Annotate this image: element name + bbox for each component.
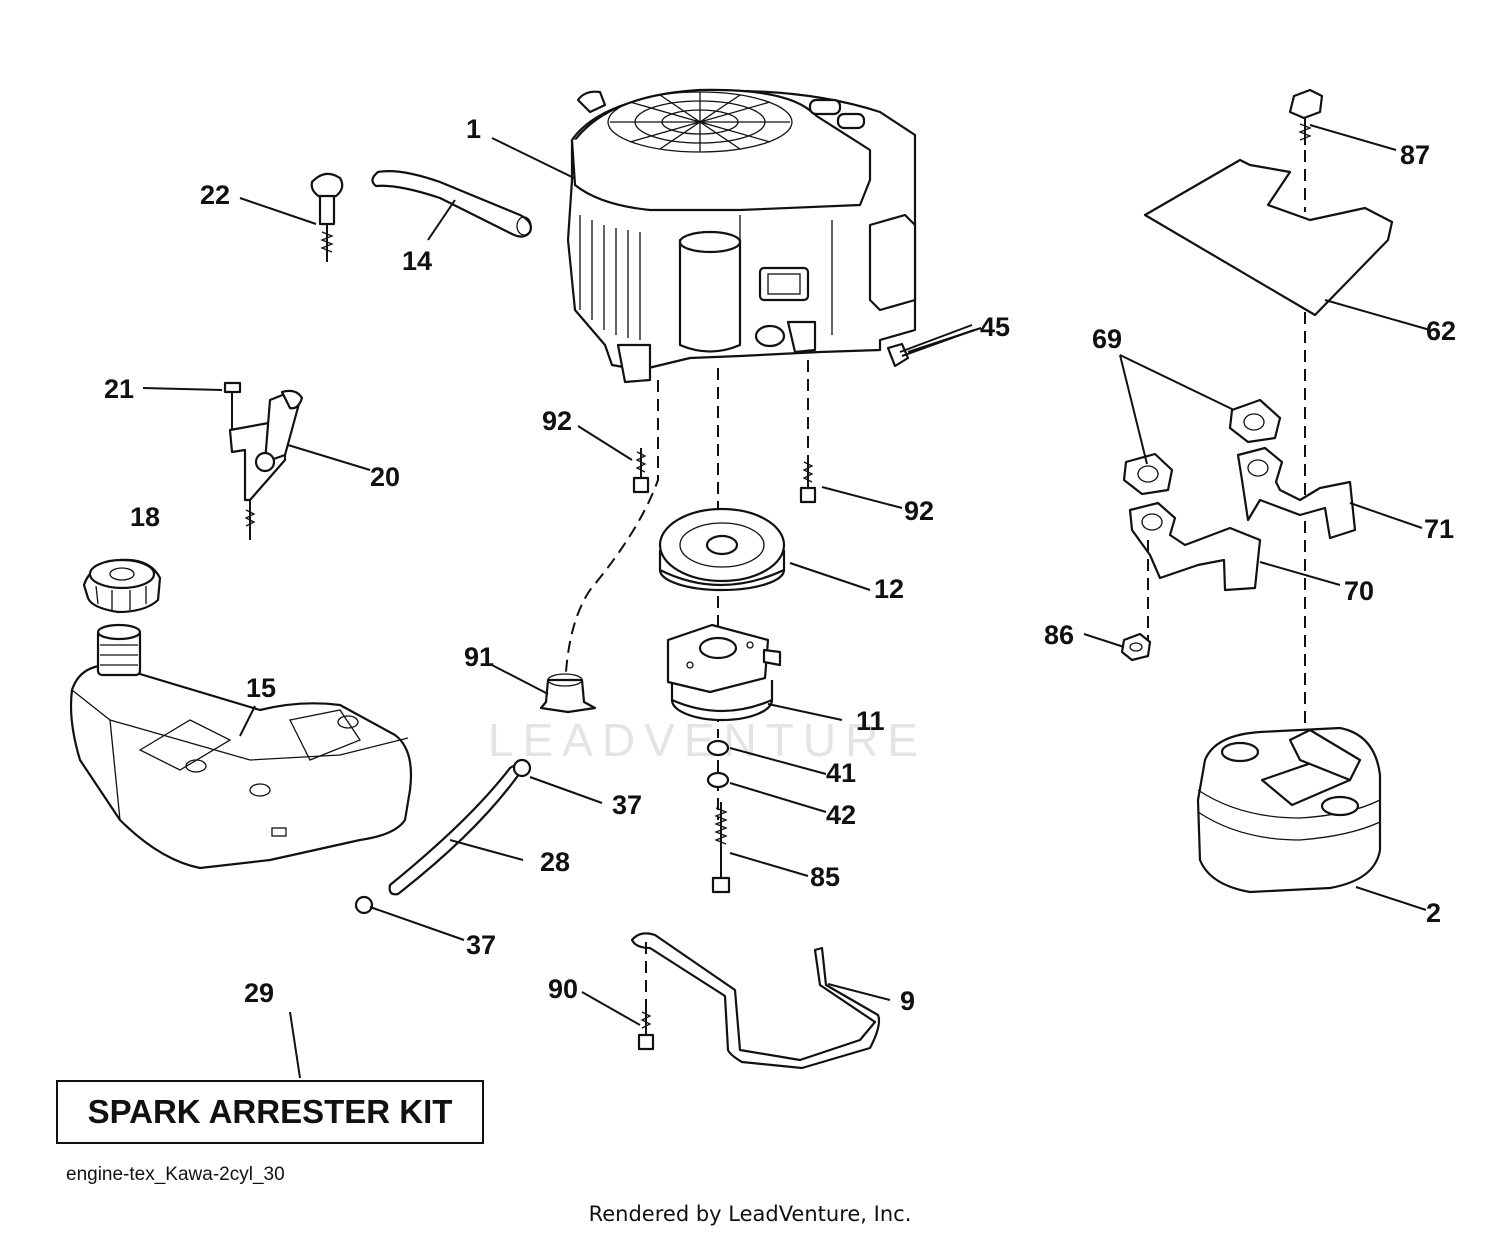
- pulley-clutch-stack: [658, 368, 786, 894]
- label-37a: 37: [612, 790, 642, 820]
- label-2: 2: [1426, 898, 1441, 928]
- muffler: [1196, 726, 1382, 894]
- watermark: LEADVENTURE: [488, 714, 927, 766]
- label-9: 9: [900, 986, 915, 1016]
- label-85: 85: [810, 862, 840, 892]
- label-15: 15: [246, 673, 276, 703]
- heat-shield: [1143, 88, 1394, 730]
- label-12: 12: [874, 574, 904, 604]
- render-credit: Rendered by LeadVenture, Inc.: [588, 1202, 912, 1226]
- engine-bolts: [539, 360, 817, 714]
- exhaust-pipes: [1120, 398, 1357, 662]
- fuel-tank: [69, 623, 413, 870]
- label-37b: 37: [466, 930, 496, 960]
- label-92b: 92: [904, 496, 934, 526]
- label-86: 86: [1044, 620, 1074, 650]
- label-71: 71: [1424, 514, 1454, 544]
- label-91: 91: [464, 642, 494, 672]
- engine: [566, 88, 917, 384]
- label-41: 41: [826, 758, 856, 788]
- label-45: 45: [980, 312, 1010, 342]
- fuel-line: [354, 758, 532, 915]
- spark-arrester-kit-label: SPARK ARRESTER KIT: [87, 1093, 453, 1130]
- label-69: 69: [1092, 324, 1122, 354]
- label-70: 70: [1344, 576, 1374, 606]
- bracket-rod: [630, 932, 881, 1070]
- label-14: 14: [402, 246, 432, 276]
- spark-arrester-kit-box: SPARK ARRESTER KIT: [56, 1080, 484, 1144]
- label-18: 18: [130, 502, 160, 532]
- leader-lines: [142, 124, 1431, 1079]
- label-1: 1: [466, 114, 481, 144]
- label-22: 22: [200, 180, 230, 210]
- label-90: 90: [548, 974, 578, 1004]
- dipstick: [310, 172, 344, 262]
- label-21: 21: [104, 374, 134, 404]
- label-62: 62: [1426, 316, 1456, 346]
- label-87: 87: [1400, 140, 1430, 170]
- label-11: 11: [856, 706, 885, 736]
- label-29: 29: [244, 978, 274, 1008]
- label-42: 42: [826, 800, 856, 830]
- throttle-control: [223, 381, 304, 540]
- label-92a: 92: [542, 406, 572, 436]
- diagram-id: engine-tex_Kawa-2cyl_30: [66, 1164, 285, 1185]
- fuel-cap: [82, 558, 162, 614]
- callout-labels: 1 22 14 21 20 18 15 37 28 37 29 92 92 91…: [104, 114, 1456, 1016]
- label-28: 28: [540, 847, 570, 877]
- label-20: 20: [370, 462, 400, 492]
